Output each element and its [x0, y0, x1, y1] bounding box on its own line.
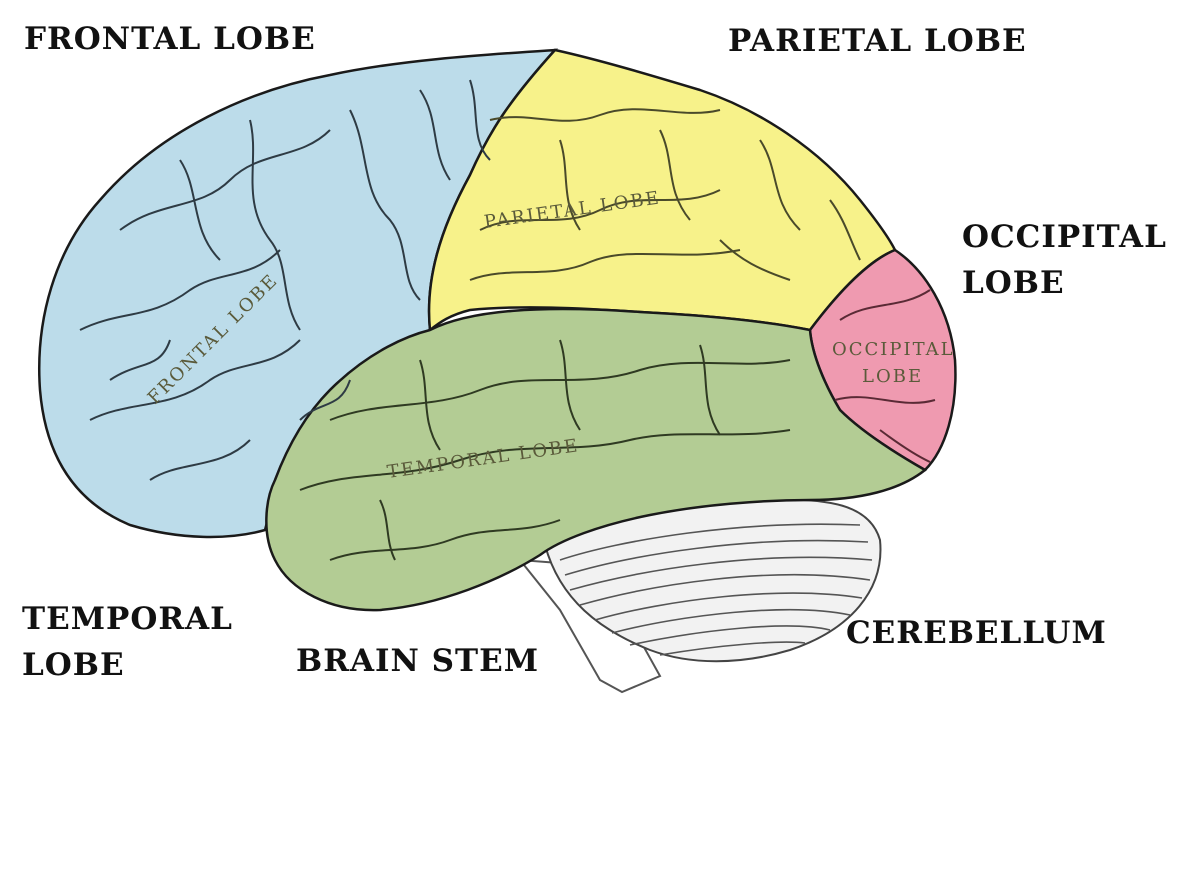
- label-cerebellum: CEREBELLUM: [846, 610, 1107, 656]
- label-temporal-line1: TEMPORAL: [22, 601, 233, 637]
- cerebellum-folia: [559, 523, 873, 656]
- temporal-sulci: [299, 339, 791, 561]
- label-frontal-lobe: FRONTAL LOBE: [24, 16, 316, 62]
- label-cerebellum-text: CEREBELLUM: [846, 615, 1107, 651]
- label-parietal-lobe: PARIETAL LOBE: [728, 18, 1027, 64]
- inner-label-occipital-line2: LOBE: [862, 366, 923, 387]
- label-occipital-line2: LOBE: [962, 265, 1065, 301]
- temporal-lobe-region: [265, 307, 928, 612]
- label-brain-stem: BRAIN STEM: [296, 638, 539, 684]
- label-brain-stem-text: BRAIN STEM: [296, 643, 540, 679]
- label-occipital-lobe: OCCIPITAL LOBE: [962, 214, 1167, 306]
- occipital-sulci: [834, 289, 936, 463]
- parietal-sulci: [469, 108, 861, 281]
- frontal-sulci: [79, 79, 491, 481]
- label-temporal-lobe: TEMPORAL LOBE: [22, 596, 233, 688]
- label-occipital-line1: OCCIPITAL: [962, 219, 1167, 255]
- label-parietal-text: PARIETAL LOBE: [728, 23, 1027, 59]
- label-temporal-line2: LOBE: [22, 647, 125, 683]
- label-frontal-text: FRONTAL LOBE: [24, 21, 316, 57]
- inner-label-occipital-line1: OCCIPITAL: [832, 339, 955, 360]
